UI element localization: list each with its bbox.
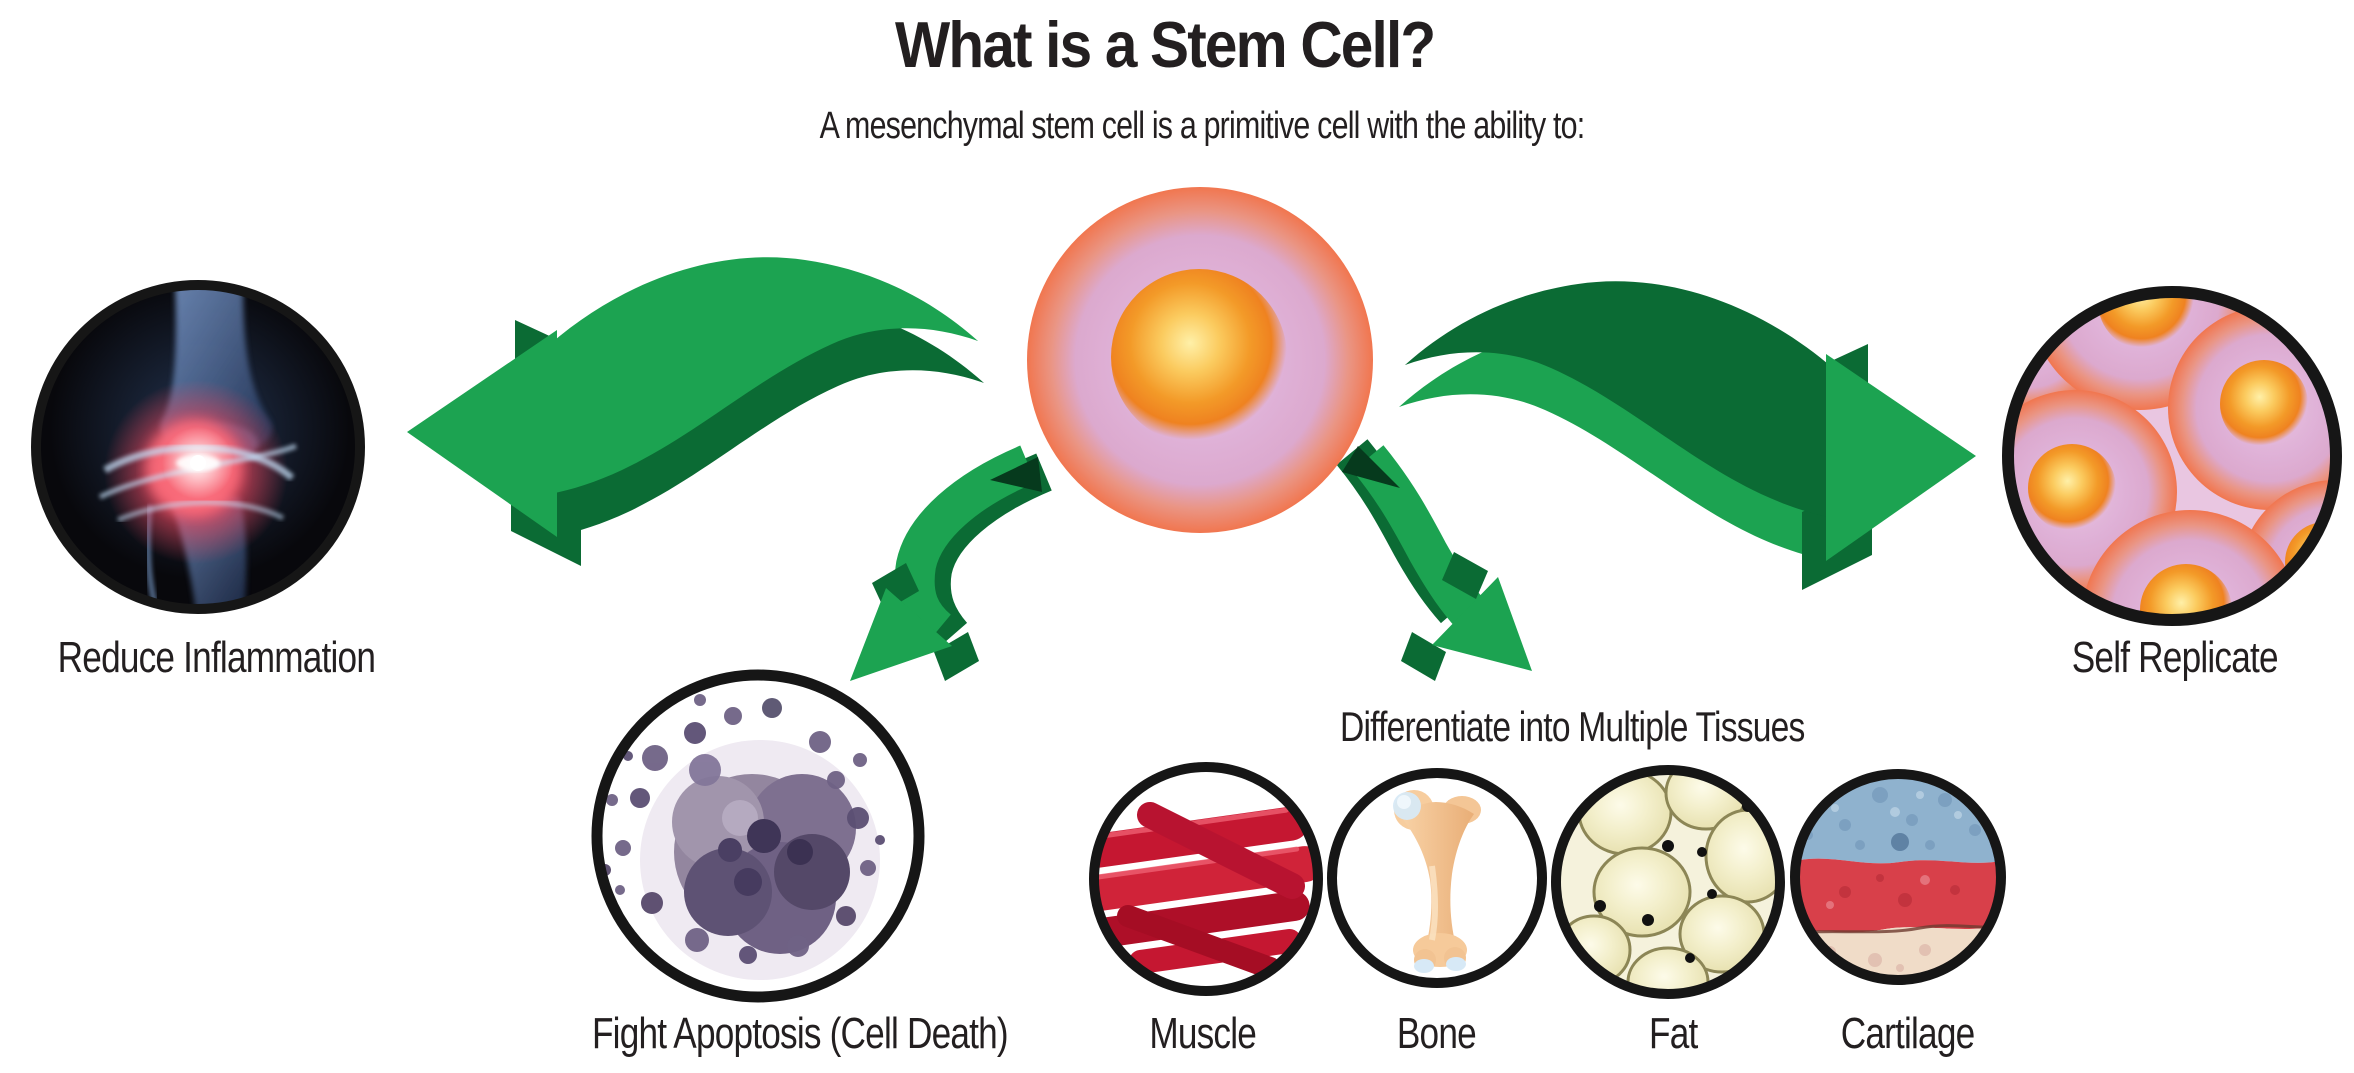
label-reduce-inflammation: Reduce Inflammation [57,633,376,682]
label-fight-apoptosis: Fight Apoptosis (Cell Death) [591,1009,1009,1058]
apoptotic-cell-micrograph-image [591,669,925,1003]
page-title: What is a Stem Cell? [895,8,1436,81]
page-subtitle: A mesenchymal stem cell is a primitive c… [819,105,1586,147]
label-tissue-fat: Fat [1648,1009,1698,1058]
label-tissue-muscle: Muscle [1149,1009,1258,1058]
knee-joint-xray-image [31,280,365,614]
label-tissue-cartilage: Cartilage [1841,1009,1975,1058]
stem-cell-illustration [1027,187,1373,533]
arrow-down-left-icon [850,445,1052,681]
label-self-replicate: Self Replicate [2071,633,2279,682]
adipose-tissue-image [1551,765,1785,999]
muscle-fibers-image [1089,762,1323,996]
cartilage-histology-image [1790,769,2006,985]
femur-bone-image [1327,768,1547,988]
differentiate-heading: Differentiate into Multiple Tissues [1340,703,1805,750]
arrow-right-icon [1399,281,1976,590]
label-tissue-bone: Bone [1396,1009,1476,1058]
arrow-down-right-icon [1336,439,1532,681]
arrow-left-icon [407,257,984,566]
